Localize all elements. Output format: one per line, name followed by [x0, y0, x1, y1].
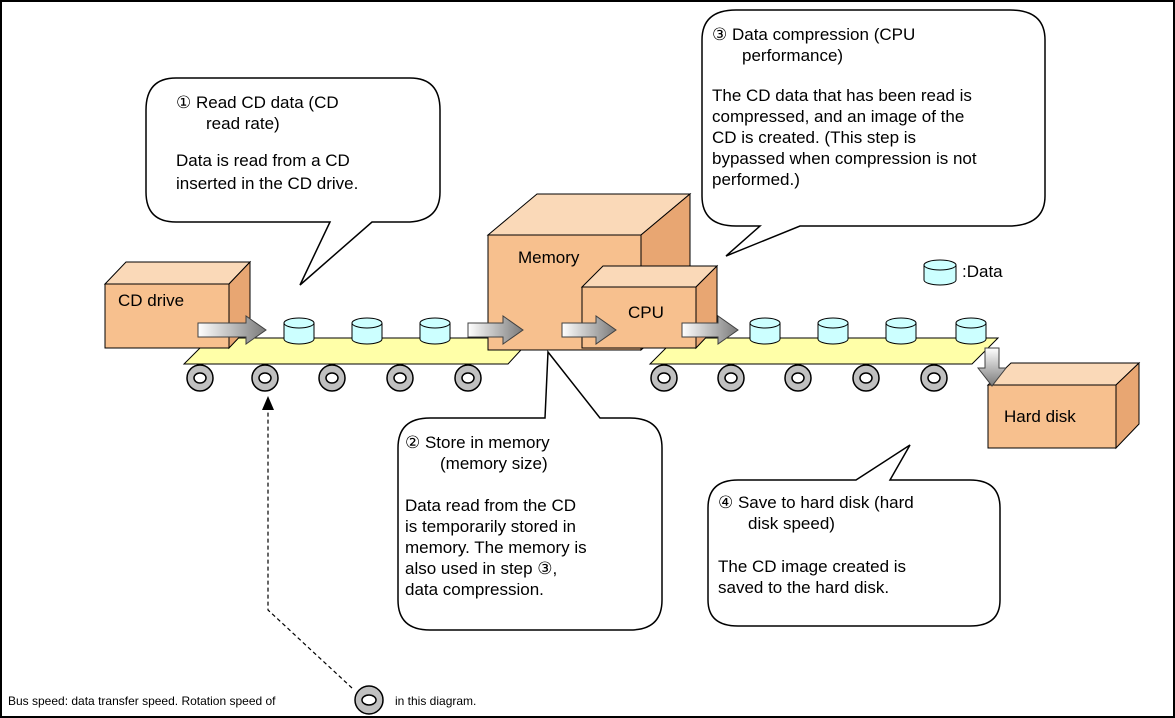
arrow-right-icon — [197, 315, 267, 345]
callout-memory-body-1: Data read from the CD — [405, 496, 576, 515]
callout-compression-body-5: performed.) — [712, 170, 800, 189]
callout-memory-body-3: memory. The memory is — [405, 538, 587, 557]
memory-label: Memory — [518, 248, 580, 267]
callout-memory-title-2: (memory size) — [440, 454, 548, 473]
arrow-up-icon — [262, 396, 274, 410]
callout-compression-body-4: bypassed when compression is not — [712, 149, 977, 168]
arrow-down-icon — [976, 347, 1008, 387]
roller — [650, 364, 678, 392]
roller — [318, 364, 346, 392]
data-cylinder-icon — [885, 317, 917, 345]
data-cylinder-icon — [955, 317, 987, 345]
roller-icon — [354, 685, 384, 715]
arrow-right-icon — [561, 315, 617, 345]
legend-data-label: :Data — [962, 262, 1003, 281]
callout-compression-title-2: performance) — [742, 46, 843, 65]
roller — [717, 364, 745, 392]
roller — [454, 364, 482, 392]
callout-compression-body-1: The CD data that has been read is — [712, 86, 972, 105]
callout-hard-disk-body-1: The CD image created is — [718, 557, 906, 576]
bus-speed-pointer — [262, 396, 353, 689]
callout-memory-title-1: ② Store in memory — [405, 433, 550, 452]
data-cylinder-icon — [419, 317, 451, 345]
roller — [920, 364, 948, 392]
callout-compression-body-2: compressed, and an image of the — [712, 107, 964, 126]
callout-compression-title-1: ③ Data compression (CPU — [712, 25, 915, 44]
hard-disk-box: Hard disk — [986, 361, 1141, 450]
callout-memory-body-2: is temporarily stored in — [405, 517, 576, 536]
roller — [852, 364, 880, 392]
data-cylinder-icon — [923, 259, 957, 286]
flow-arrows — [197, 315, 1008, 387]
callout-hard-disk-title-1: ④ Save to hard disk (hard — [718, 493, 914, 512]
callout-compression-body-3: CD is created. (This step is — [712, 128, 916, 147]
footnote: Bus speed: data transfer speed. Rotation… — [8, 685, 476, 715]
roller — [386, 364, 414, 392]
callout-memory: ② Store in memory (memory size) Data rea… — [397, 349, 663, 631]
callout-read-cd-body-2: inserted in the CD drive. — [176, 174, 358, 193]
data-cylinder-icon — [283, 317, 315, 345]
roller — [251, 364, 279, 392]
cpu-label: CPU — [628, 303, 664, 322]
callout-hard-disk-title-2: disk speed) — [748, 514, 835, 533]
data-cylinder-icon — [749, 317, 781, 345]
data-cylinders — [283, 317, 987, 345]
data-cylinder-icon — [351, 317, 383, 345]
rollers — [186, 364, 948, 392]
footnote-text-before: Bus speed: data transfer speed. Rotation… — [8, 694, 276, 708]
data-cylinder-icon — [817, 317, 849, 345]
callout-read-cd-body-1: Data is read from a CD — [176, 151, 350, 170]
footnote-text-after: in this diagram. — [395, 694, 476, 708]
callout-memory-body-5: data compression. — [405, 580, 544, 599]
arrow-right-icon — [467, 315, 524, 345]
callout-read-cd: ① Read CD data (CD read rate) Data is re… — [145, 77, 441, 286]
callout-memory-body-4: also used in step ③, — [405, 559, 557, 578]
hard-disk-label: Hard disk — [1004, 407, 1076, 426]
cd-drive-label: CD drive — [118, 291, 184, 310]
callout-hard-disk-body-2: saved to the hard disk. — [718, 578, 889, 597]
legend: :Data — [923, 259, 1003, 286]
roller — [784, 364, 812, 392]
callout-read-cd-title-1: ① Read CD data (CD — [176, 93, 339, 112]
arrow-right-icon — [681, 315, 739, 345]
callout-compression: ③ Data compression (CPU performance) The… — [701, 9, 1046, 257]
roller — [186, 364, 214, 392]
callout-read-cd-title-2: read rate) — [206, 114, 280, 133]
callout-hard-disk: ④ Save to hard disk (hard disk speed) Th… — [707, 444, 1001, 627]
